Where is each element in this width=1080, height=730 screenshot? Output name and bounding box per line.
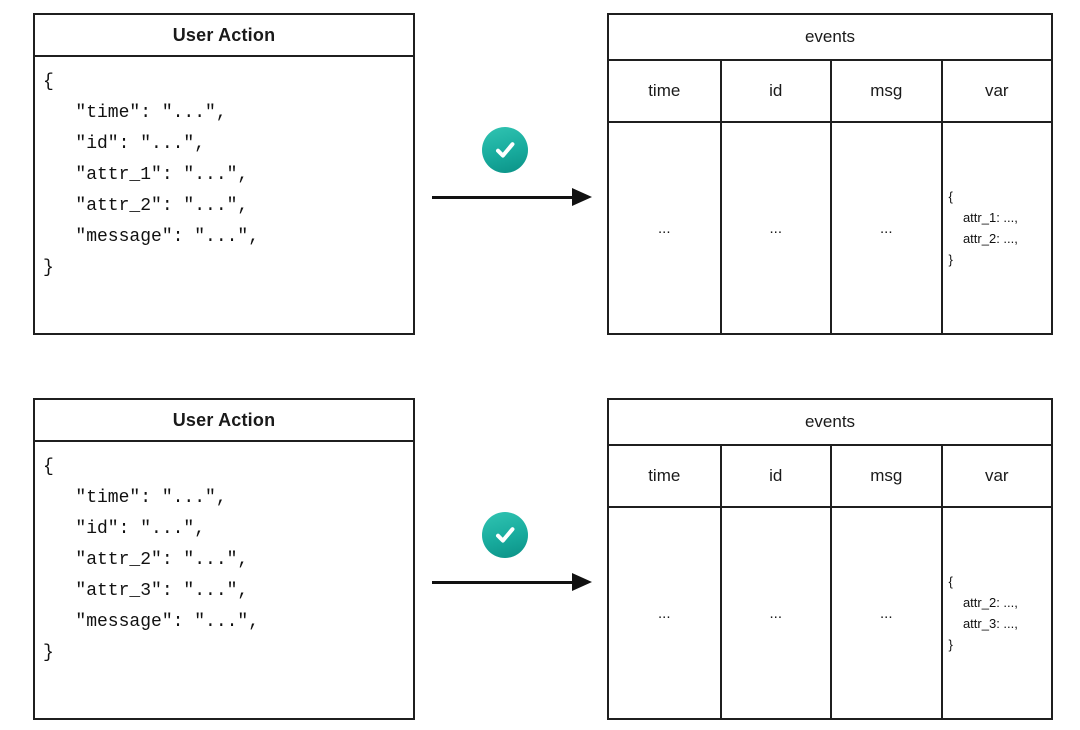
cell-id: ...: [719, 123, 831, 333]
cell-msg: ...: [830, 123, 941, 333]
arrow-head-icon: [572, 573, 592, 591]
user-action-title: User Action: [35, 15, 413, 57]
events-data-row: ... ... ... { attr_1: ..., attr_2: ..., …: [609, 123, 1051, 333]
cell-var: { attr_1: ..., attr_2: ..., }: [940, 123, 1052, 333]
cell-id: ...: [719, 508, 831, 718]
column-header-time: time: [648, 466, 681, 485]
column-header-msg: msg: [830, 446, 941, 506]
check-icon: [482, 127, 528, 173]
column-header-id: id: [719, 61, 831, 121]
user-action-json: { "time": "...", "id": "...", "attr_2": …: [43, 457, 260, 663]
check-icon: [482, 512, 528, 558]
var-json: { attr_2: ..., attr_3: ..., }: [948, 574, 1018, 652]
cell-msg: ...: [830, 508, 941, 718]
events-header-row: time id msg var: [609, 446, 1051, 508]
arrow-head-icon: [572, 188, 592, 206]
column-header-var: var: [940, 446, 1052, 506]
user-action-box-2: User Action { "time": "...", "id": "..."…: [33, 398, 415, 720]
user-action-json: { "time": "...", "id": "...", "attr_1": …: [43, 72, 260, 278]
events-header-row: time id msg var: [609, 61, 1051, 123]
cell-var: { attr_2: ..., attr_3: ..., }: [940, 508, 1052, 718]
arrow-line: [432, 581, 574, 584]
events-table-1: events time id msg var ... ... ... { att…: [607, 13, 1053, 335]
var-json: { attr_1: ..., attr_2: ..., }: [948, 189, 1018, 267]
cell-time: ...: [657, 219, 671, 237]
column-header-msg: msg: [830, 61, 941, 121]
column-header-time: time: [648, 81, 681, 100]
diagram-row-1: User Action { "time": "...", "id": "..."…: [0, 13, 1080, 335]
user-action-title: User Action: [35, 400, 413, 442]
events-data-row: ... ... ... { attr_2: ..., attr_3: ..., …: [609, 508, 1051, 718]
events-table-title: events: [609, 15, 1051, 61]
cell-time: ...: [657, 604, 671, 622]
events-table-2: events time id msg var ... ... ... { att…: [607, 398, 1053, 720]
events-table-title: events: [609, 400, 1051, 446]
arrow-line: [432, 196, 574, 199]
column-header-var: var: [940, 61, 1052, 121]
column-header-id: id: [719, 446, 831, 506]
user-action-box-1: User Action { "time": "...", "id": "..."…: [33, 13, 415, 335]
diagram-row-2: User Action { "time": "...", "id": "..."…: [0, 398, 1080, 720]
